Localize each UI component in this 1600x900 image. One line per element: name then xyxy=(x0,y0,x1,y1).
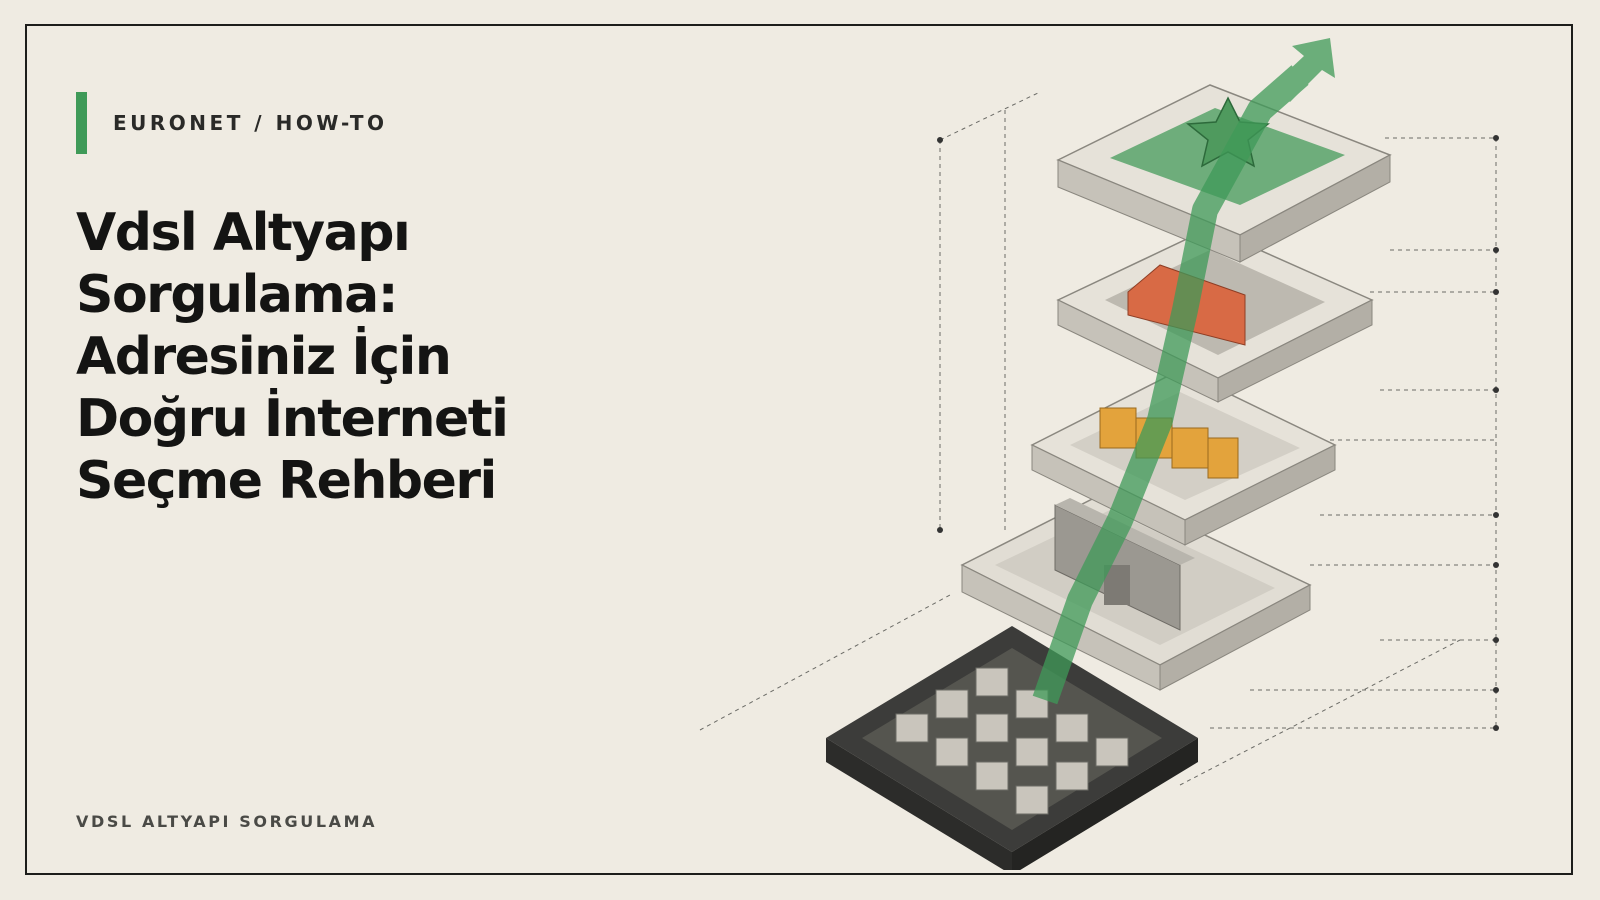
growth-arrow xyxy=(1032,38,1335,705)
accent-bar xyxy=(76,92,87,154)
title-line: Seçme Rehberi xyxy=(76,451,497,511)
dimension-guides xyxy=(699,91,1497,786)
kicker-text: EURONET / HOW-TO xyxy=(113,111,388,135)
title-line: Sorgulama: xyxy=(76,265,399,325)
slide-frame xyxy=(25,24,1573,875)
page-title: Vdsl Altyapı Sorgulama: Adresiniz İçin D… xyxy=(76,202,596,512)
title-line: Adresiniz İçin xyxy=(76,327,452,387)
footer-label: VDSL ALTYAPI SORGULAMA xyxy=(76,812,378,831)
orange-blocks-layer xyxy=(1030,369,1337,546)
base-grid-layer xyxy=(826,626,1198,870)
dimension-dots xyxy=(937,135,1499,731)
gate-layer xyxy=(960,489,1312,691)
title-line: Doğru İnterneti xyxy=(76,389,509,449)
title-line: Vdsl Altyapı xyxy=(76,203,411,263)
red-block-layer xyxy=(1056,227,1374,403)
layered-infrastructure-illustration xyxy=(699,38,1499,870)
kicker: EURONET / HOW-TO xyxy=(76,92,388,154)
arrow-head-icon xyxy=(1272,38,1335,102)
